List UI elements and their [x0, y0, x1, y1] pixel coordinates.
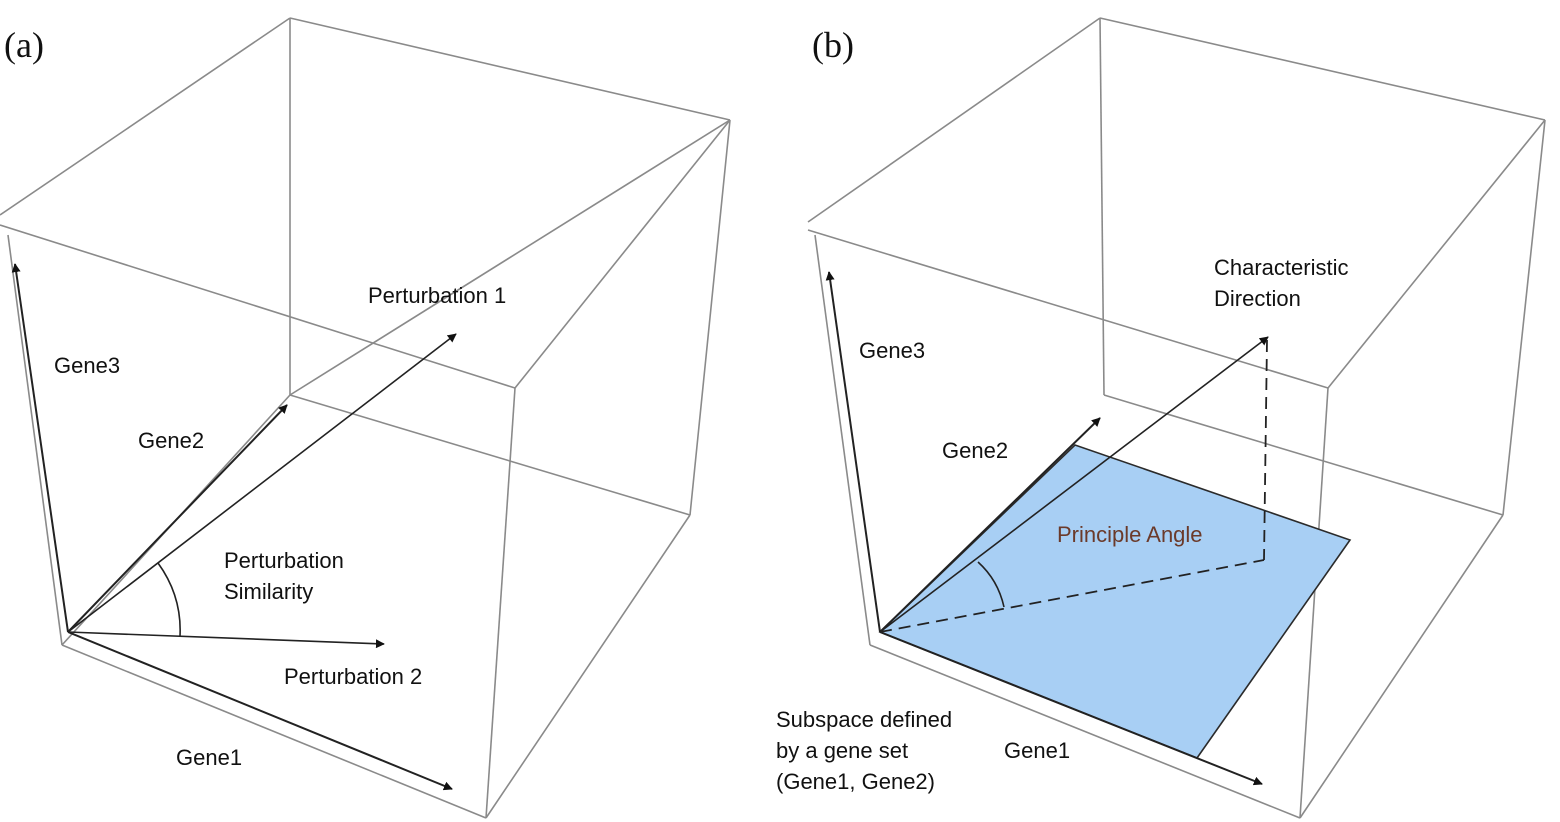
panel-a-perturbation2-label: Perturbation 2	[284, 664, 422, 689]
panel-a-similarity-label-line2: Similarity	[224, 579, 313, 604]
panel-a-gene3-axis	[11, 263, 69, 633]
panel-b-gene1-label: Gene1	[1004, 738, 1070, 763]
panel-a: (a) Gene3 Gene2 Gene1 Perturbation 1 Per…	[0, 17, 731, 819]
panel-a-similarity-label-line1: Perturbation	[224, 548, 344, 573]
panel-b-characteristic-label-line1: Characteristic	[1214, 255, 1348, 280]
panel-a-gene3-label: Gene3	[54, 353, 120, 378]
panel-a-cube	[0, 17, 731, 819]
panel-b-label: (b)	[812, 25, 854, 65]
panel-a-similarity-arc	[157, 562, 181, 637]
panel-b-projection-line	[879, 559, 1265, 633]
panel-b-angle-arc	[977, 561, 1005, 608]
panel-b-characteristic-label-line2: Direction	[1214, 286, 1301, 311]
panel-a-gene1-label: Gene1	[176, 745, 242, 770]
panel-b-characteristic-vector	[879, 336, 1269, 633]
panel-a-label: (a)	[4, 25, 44, 65]
panel-b-gene1-axis	[879, 631, 1263, 786]
panel-b-gene2-label: Gene2	[942, 438, 1008, 463]
panel-b-gene3-axis	[825, 271, 881, 633]
panel-b: (b) Gene3 Gene2 Gene1 Characteristic Dir…	[776, 17, 1546, 819]
panel-b-subspace-label-line2: by a gene set	[776, 738, 908, 763]
panel-a-perturbation2-vector	[67, 631, 385, 649]
panel-a-perturbation1-vector	[67, 333, 457, 633]
panel-b-principle-angle-label: Principle Angle	[1057, 522, 1203, 547]
panel-b-gene2-axis	[879, 417, 1101, 633]
panel-a-gene2-label: Gene2	[138, 428, 204, 453]
panel-b-gene3-label: Gene3	[859, 338, 925, 363]
panel-a-perturbation1-label: Perturbation 1	[368, 283, 506, 308]
panel-b-subspace-label-line1: Subspace defined	[776, 707, 952, 732]
panel-a-gene2-axis	[67, 404, 288, 633]
panel-b-cube	[807, 17, 1546, 819]
panel-b-subspace-label-line3: (Gene1, Gene2)	[776, 769, 935, 794]
panel-a-gene1-axis	[67, 631, 453, 791]
